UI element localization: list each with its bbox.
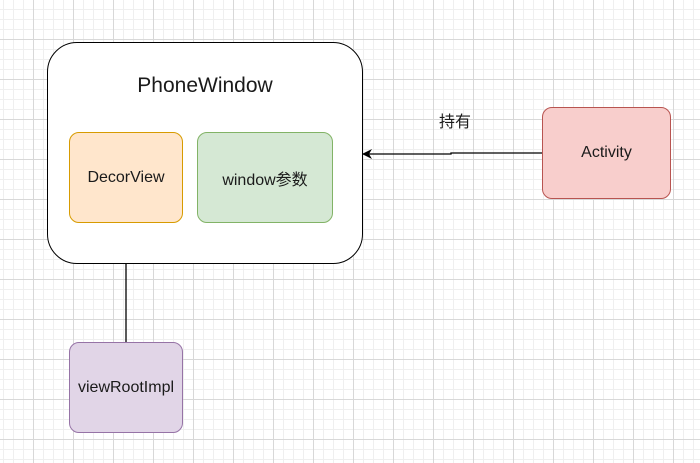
decorview-label: DecorView <box>87 168 165 186</box>
activity-label: Activity <box>581 144 632 161</box>
decorview-node[interactable]: DecorView <box>69 132 183 223</box>
viewrootimpl-node[interactable]: viewRootImpl <box>69 342 183 433</box>
window-params-node[interactable]: window参数 <box>197 132 333 223</box>
phonewindow-label: PhoneWindow <box>137 74 273 97</box>
edge-label-holds: 持有 <box>438 114 471 131</box>
window-params-label: window参数 <box>222 171 308 189</box>
viewrootimpl-label: viewRootImpl <box>77 378 175 396</box>
activity-node[interactable]: Activity <box>542 107 671 199</box>
edge-activity-to-phonewindow <box>362 149 542 159</box>
